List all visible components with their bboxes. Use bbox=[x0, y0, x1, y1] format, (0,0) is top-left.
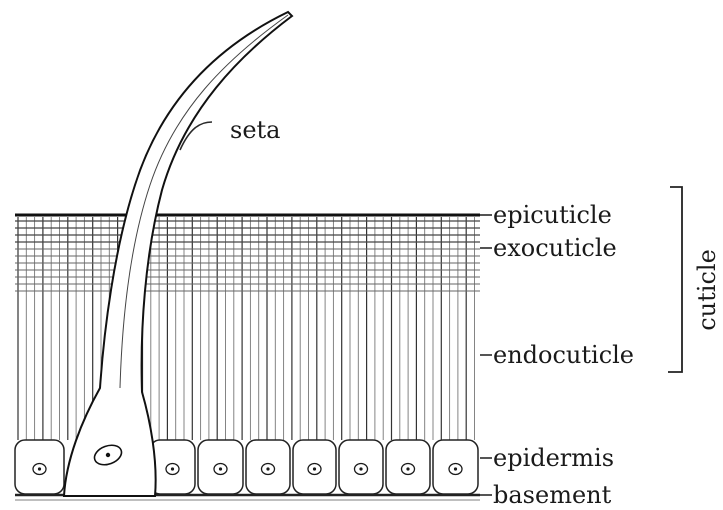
cell-nucleolus bbox=[406, 467, 409, 470]
epidermal-cell bbox=[198, 440, 243, 494]
epidermal-cell bbox=[246, 440, 290, 494]
epidermal-cell bbox=[293, 440, 336, 494]
cell-nucleolus bbox=[313, 467, 316, 470]
seta-label: seta bbox=[230, 116, 280, 144]
exocuticle-label: exocuticle bbox=[493, 234, 617, 262]
cuticle-label: cuticle bbox=[693, 249, 721, 331]
cell-nucleolus bbox=[38, 467, 41, 470]
epidermal-cell bbox=[433, 440, 478, 494]
endocuticle-label: endocuticle bbox=[493, 341, 634, 369]
cell-nucleolus bbox=[219, 467, 222, 470]
epicuticle-label: epicuticle bbox=[493, 201, 612, 229]
cuticle-bracket bbox=[668, 187, 682, 372]
trichogen-nucleolus bbox=[106, 453, 110, 457]
cell-nucleolus bbox=[359, 467, 362, 470]
epidermis-label: epidermis bbox=[493, 444, 614, 472]
epidermal-cell bbox=[150, 440, 195, 494]
cell-nucleolus bbox=[171, 467, 174, 470]
cell-nucleolus bbox=[454, 467, 457, 470]
leader-lines bbox=[180, 122, 492, 495]
basement-label: basement bbox=[493, 481, 612, 509]
seta bbox=[64, 12, 292, 496]
epidermal-cell bbox=[15, 440, 64, 494]
epidermal-cell bbox=[339, 440, 383, 494]
pore-canal-lines bbox=[18, 217, 475, 440]
epidermal-cell bbox=[386, 440, 430, 494]
cell-nucleolus bbox=[266, 467, 269, 470]
